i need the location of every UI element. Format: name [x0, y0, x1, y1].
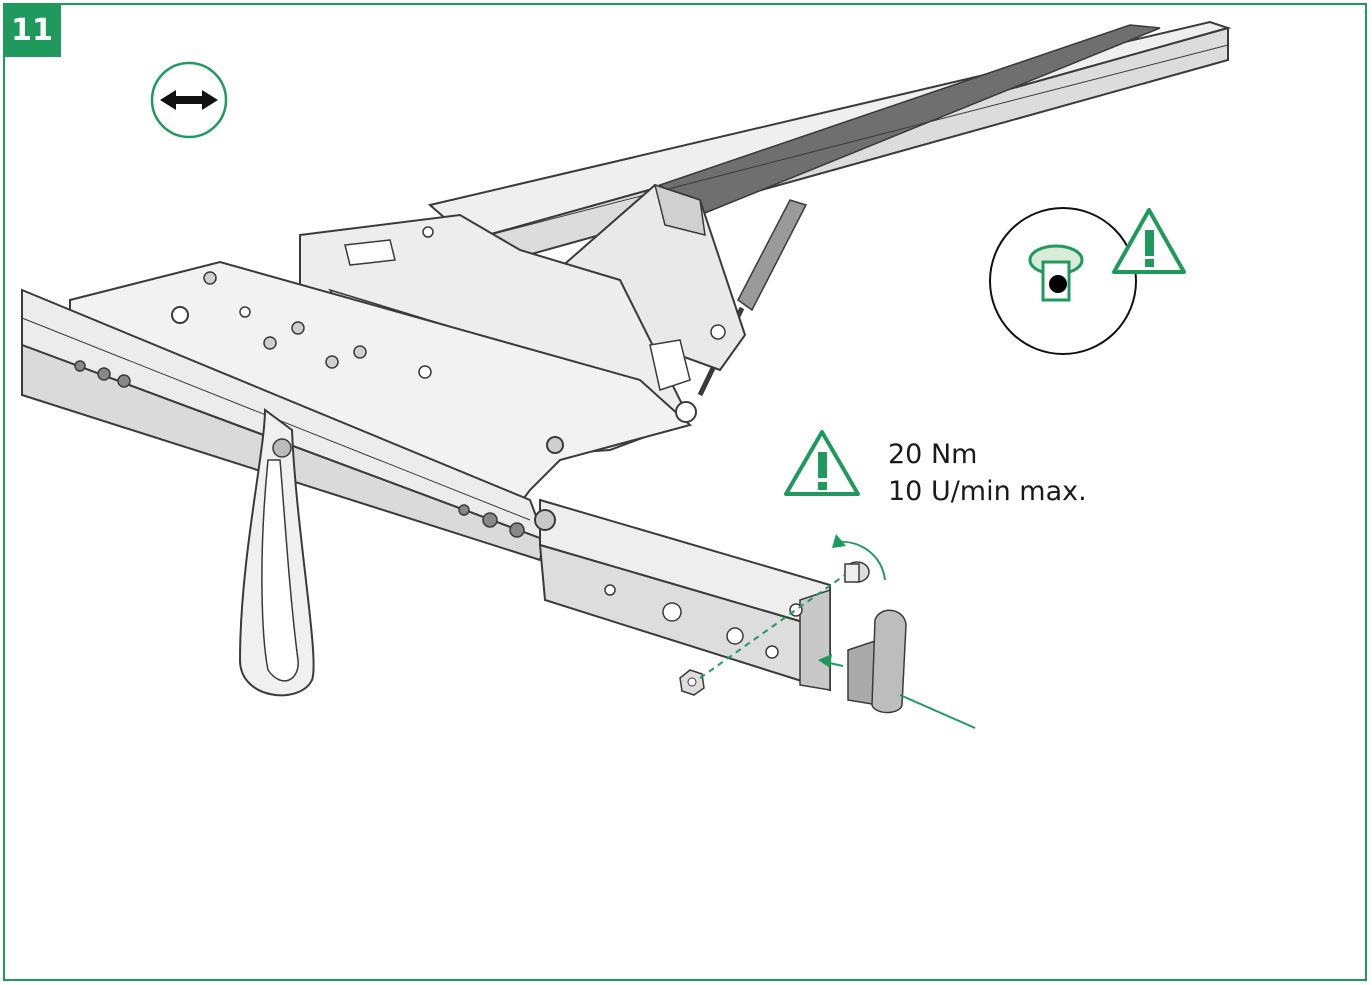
nut-part [679, 669, 705, 696]
bolt-detail-icon [989, 207, 1137, 355]
speed-limit: 10 U/min max. [888, 476, 1087, 507]
page-frame [3, 3, 1367, 981]
warning-triangle-icon [784, 430, 860, 496]
bolt-part [844, 561, 870, 583]
assembly-guides [699, 534, 976, 729]
torque-spec: 20 Nm 10 U/min max. [888, 436, 1087, 510]
warning-triangle-icon [1112, 208, 1186, 274]
torque-value: 20 Nm [888, 439, 978, 470]
hinge-bracket [533, 183, 747, 372]
strap-loop [238, 408, 315, 697]
extension-profile [534, 498, 831, 692]
double-arrow-icon [150, 61, 228, 139]
main-plate [69, 260, 697, 532]
step-number-badge: 11 [3, 3, 61, 57]
end-cap-part [847, 609, 907, 714]
